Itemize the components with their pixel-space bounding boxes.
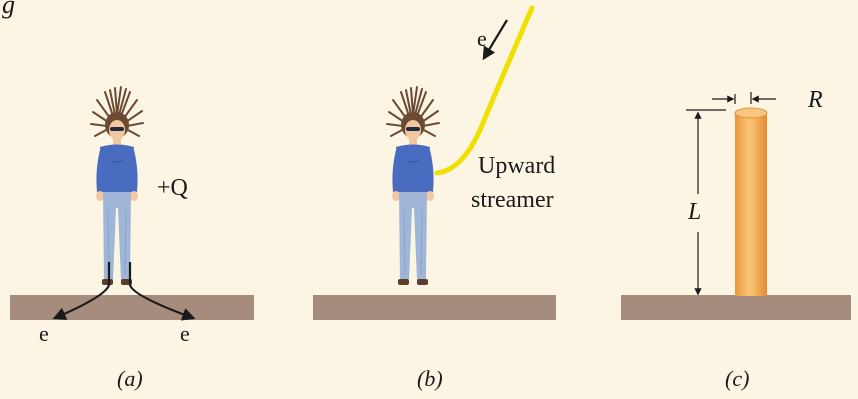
electron-arrow-b — [482, 19, 508, 61]
electron-label-b: e — [477, 26, 487, 51]
electron-current-left — [52, 262, 111, 320]
panel-a — [10, 86, 254, 321]
ground-b — [313, 295, 556, 320]
streamer-label-line2: streamer — [471, 187, 554, 213]
panel-b — [313, 5, 556, 320]
electron-current-right — [128, 262, 196, 321]
lightning-rod — [735, 113, 767, 296]
person-a — [90, 86, 144, 286]
caption-b: (b) — [417, 366, 443, 391]
corner-glyph: g — [2, 0, 15, 19]
panel-c — [621, 92, 851, 320]
length-label: L — [688, 199, 702, 225]
streamer-label-line1: Upward — [478, 153, 556, 179]
electron-label-right: e — [180, 321, 190, 346]
ground-c — [621, 295, 851, 320]
caption-c: (c) — [725, 366, 750, 391]
upward-streamer-line — [434, 5, 535, 176]
electron-label-left: e — [39, 321, 49, 346]
ground-a — [10, 295, 254, 320]
charge-label: +Q — [157, 175, 188, 201]
radius-label: R — [808, 87, 823, 113]
rod-top — [734, 107, 768, 119]
person-b — [386, 86, 440, 286]
caption-a: (a) — [117, 366, 143, 391]
